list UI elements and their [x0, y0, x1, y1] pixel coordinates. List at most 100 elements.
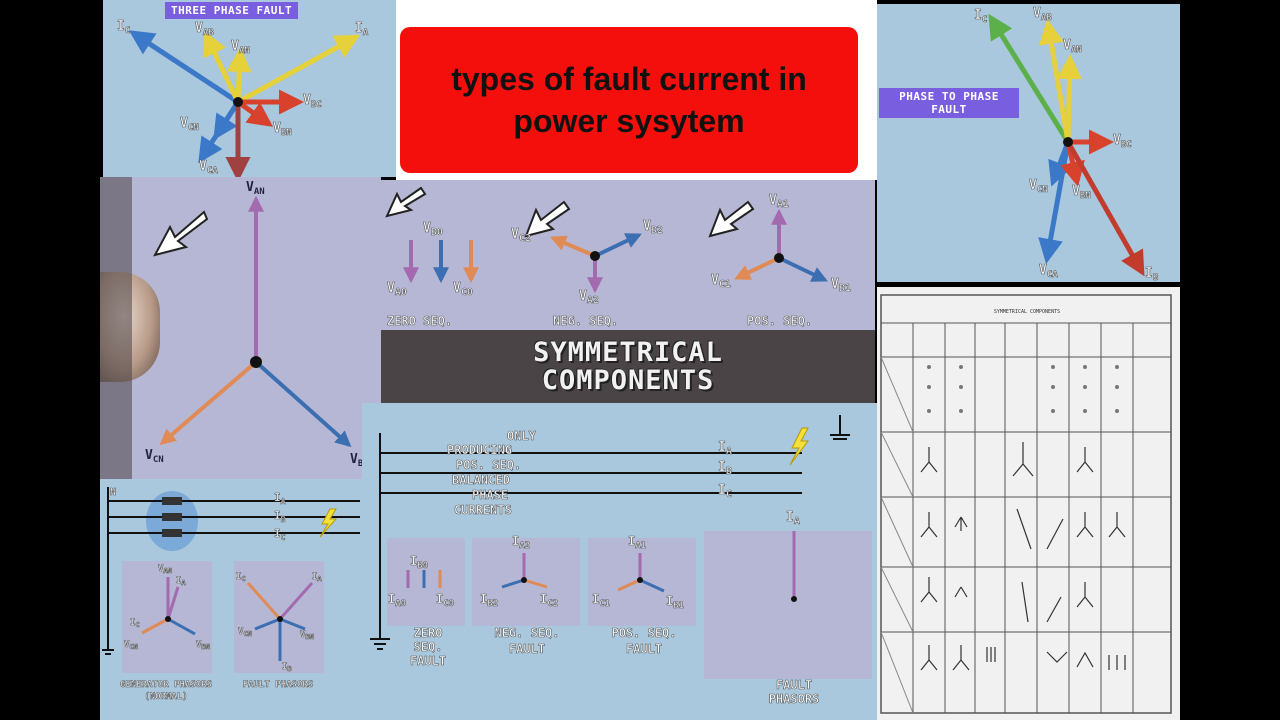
van-label: VAN: [231, 39, 250, 56]
ic-phasor: [988, 13, 1071, 144]
ia0-label: IA0: [388, 592, 406, 609]
phase-to-phase-fault-panel: IC VAB VAN VBC VCN VBN VCA IB PHASE TO P…: [877, 4, 1180, 282]
phase-to-phase-diagram: IC VAB VAN VBC VCN VBN VCA IB: [974, 6, 1159, 282]
three-phase-fault-tag: THREE PHASE FAULT: [165, 2, 299, 19]
va2-label: VA2: [579, 289, 599, 306]
fault-ia-label: IA: [786, 510, 800, 527]
ic-phasor: [128, 30, 240, 105]
vc2-phasor: [550, 235, 596, 258]
vcn-phasor: [159, 360, 258, 446]
symmetrical-components-banner: SYMMETRICAL COMPONENTS: [381, 330, 875, 403]
vb0-label: VB0: [423, 221, 443, 238]
fault-phasors-caption-1: FAULT: [776, 678, 812, 692]
vc0-label: VC0: [453, 281, 473, 298]
ic1-label: IC1: [592, 592, 610, 609]
svg-text:VCN: VCN: [238, 627, 252, 638]
pointer-arrow-icon: [524, 200, 571, 238]
vbn-phasor: [236, 99, 274, 127]
vcn-label: VCN: [1029, 178, 1048, 195]
banner-line-2: COMPONENTS: [541, 364, 715, 396]
pointer-arrow-icon: [153, 210, 209, 257]
ia1-label: IA1: [628, 534, 646, 551]
fault-caption: FAULT PHASORS: [243, 680, 313, 690]
zero-fault-box: [387, 538, 465, 626]
svg-text:PRODUCING: PRODUCING: [447, 443, 512, 457]
lightning-icon: [789, 427, 809, 466]
symmetrical-components-table: SYMMETRICAL COMPONENTS: [877, 287, 1180, 720]
svg-text:IC: IC: [130, 618, 140, 629]
vcn-label: VCN: [145, 448, 164, 465]
gen-caption-1: GENERATOR PHASORS: [120, 680, 212, 690]
n-label: N: [110, 487, 116, 498]
vca-phasor: [1038, 141, 1071, 264]
vab-phasor: [203, 30, 241, 104]
ib-label: IB: [718, 460, 732, 477]
svg-text:PHASE: PHASE: [472, 488, 508, 502]
gen-ib-label: IB: [274, 509, 286, 524]
svg-text:BALANCED: BALANCED: [452, 473, 510, 487]
zero-caption-1: ZERO: [414, 626, 443, 640]
pointer-arrow-icon: [385, 186, 427, 218]
neg-seq-label: NEG. SEQ.: [553, 314, 618, 328]
vb1-label: VB1: [831, 277, 851, 294]
gen-ia-label: IA: [274, 491, 286, 506]
three-phase-fault-panel: IC VAB VAN IA VBC VCN VBN VCA THREE PHAS…: [103, 0, 396, 177]
ia-label: IA: [355, 21, 369, 38]
ib-phasor: [1065, 140, 1145, 277]
panel-dark-edge: [100, 177, 132, 479]
svg-text:VBN: VBN: [196, 640, 210, 651]
phase-to-phase-tag: PHASE TO PHASE FAULT: [879, 88, 1019, 118]
van-label: VAN: [246, 180, 265, 197]
ib1-label: IB1: [666, 594, 684, 611]
ib0-label: IB0: [410, 554, 428, 571]
gen-caption-2: (NORMAL): [144, 692, 187, 702]
van-phasor: [1057, 54, 1083, 143]
ic-label: IC: [974, 8, 987, 25]
three-phase-fault-diagram: IC VAB VAN IA VBC VCN VBN VCA: [117, 19, 369, 177]
ib2-label: IB2: [480, 592, 498, 609]
ic2-label: IC2: [540, 592, 558, 609]
banner-line-1: SYMMETRICAL: [533, 336, 723, 368]
table-header: SYMMETRICAL COMPONENTS: [994, 309, 1060, 315]
vc2-label: VC2: [511, 227, 531, 244]
pointer-arrow-icon: [708, 200, 755, 238]
svg-text:ONLY: ONLY: [507, 429, 537, 443]
neg-caption-2: FAULT: [509, 642, 545, 656]
svg-text:POS. SEQ.: POS. SEQ.: [456, 458, 521, 472]
svg-text:IB: IB: [282, 662, 292, 673]
svg-text:VBN: VBN: [300, 630, 314, 641]
vca-label: VCA: [199, 159, 218, 176]
gen-ic-label: IC: [274, 527, 286, 542]
phase-to-phase-tag-text: PHASE TO PHASE FAULT: [899, 90, 999, 116]
vcn-phasor: [213, 100, 241, 141]
van-phasor: [226, 47, 252, 103]
svg-text:IA: IA: [176, 576, 186, 587]
zero-caption-2: SEQ.: [414, 640, 443, 654]
vab-label: VAB: [1033, 6, 1052, 23]
vab-phasor: [1039, 19, 1071, 143]
ib-label: IB: [1145, 266, 1159, 282]
vbn-label: VBN: [273, 121, 292, 138]
pos-seq-label: POS. SEQ.: [747, 314, 812, 328]
vcn-label: VCN: [180, 116, 199, 133]
title-box: types of fault current in power sysytem: [400, 27, 858, 173]
lightning-icon: [319, 508, 338, 538]
pos-caption-2: FAULT: [626, 642, 662, 656]
vbc-label: VBC: [1113, 133, 1132, 150]
ia-label: IA: [718, 440, 732, 457]
svg-text:VAN: VAN: [158, 564, 172, 575]
zero-seq-label: ZERO SEQ.: [387, 314, 452, 328]
vb2-label: VB2: [643, 219, 663, 236]
circuit-note: ONLY PRODUCING POS. SEQ. BALANCED PHASE …: [447, 429, 537, 518]
vab-label: VAB: [195, 21, 214, 38]
va0-label: VA0: [387, 281, 407, 298]
vbn-label: VBN: [1072, 184, 1091, 201]
zero-caption-3: FAULT: [410, 654, 446, 668]
vb1-phasor: [778, 256, 828, 282]
svg-text:VCN: VCN: [124, 640, 138, 651]
fault-phasors-caption-2: PHASORS: [769, 692, 820, 706]
fault-phasors-box: [704, 531, 872, 679]
sequence-panel: VB0 VA0 VC0 VB2 VC2 VA2 VA1 VC1 VB1 ZERO…: [381, 180, 875, 330]
ic0-label: IC0: [436, 592, 454, 609]
ia-phasor: [236, 34, 361, 105]
